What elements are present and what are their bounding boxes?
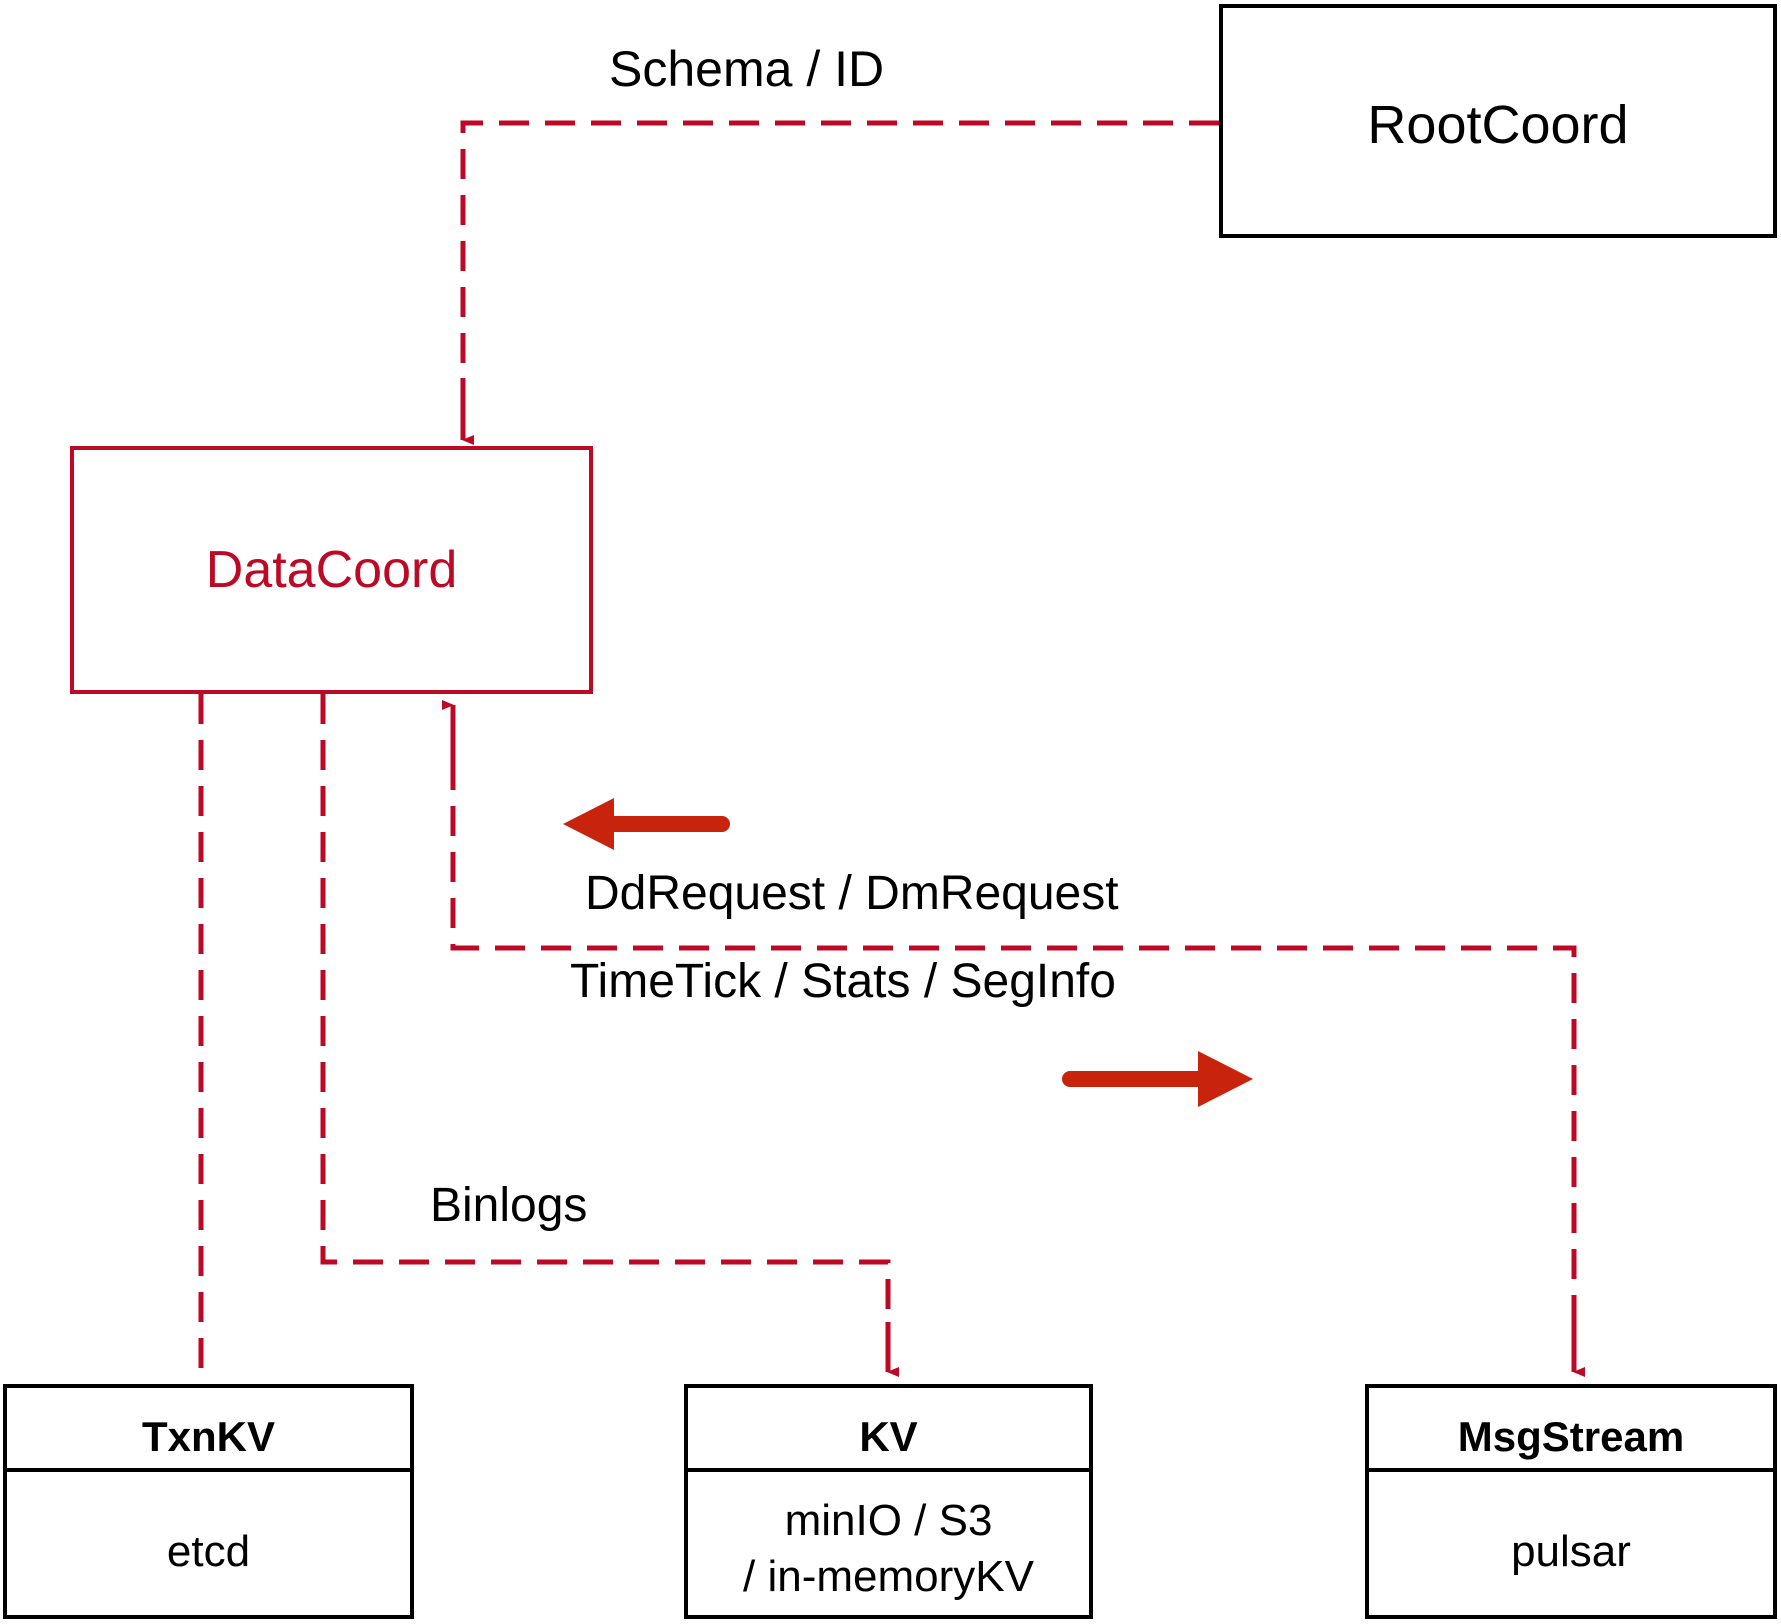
- edge-label-timetick-stats-seginfo: TimeTick / Stats / SegInfo: [570, 955, 1116, 1008]
- node-msgstream-title: MsgStream: [1457, 1413, 1685, 1460]
- edge-msgstream-datacoord: [442, 700, 1585, 1377]
- edge-label-binlogs: Binlogs: [430, 1179, 588, 1232]
- node-rootcoord[interactable]: RootCoord: [1219, 4, 1777, 238]
- edge-label-dd-dm-request: DdRequest / DmRequest: [585, 867, 1119, 920]
- node-txnkv[interactable]: TxnKV etcd: [3, 1384, 414, 1619]
- node-datacoord-label: DataCoord: [205, 541, 458, 599]
- node-kv-body-line-2: / in-memoryKV: [743, 1552, 1034, 1601]
- arrow-timetick-right: [1062, 1051, 1253, 1107]
- node-txnkv-divider: [7, 1468, 410, 1472]
- arrow-dd-dm-request-left: [563, 798, 730, 850]
- node-msgstream-divider: [1369, 1468, 1773, 1472]
- edge-label-schema-id: Schema / ID: [609, 41, 885, 97]
- node-msgstream-body: pulsar: [1511, 1527, 1631, 1576]
- node-txnkv-title: TxnKV: [141, 1413, 275, 1460]
- node-kv-title: KV: [859, 1413, 918, 1460]
- node-datacoord[interactable]: DataCoord: [70, 446, 593, 694]
- node-kv[interactable]: KV minIO / S3 / in-memoryKV: [684, 1384, 1093, 1619]
- node-msgstream[interactable]: MsgStream pulsar: [1365, 1384, 1777, 1619]
- node-rootcoord-label: RootCoord: [1367, 95, 1629, 155]
- edge-binlogs: [320, 694, 899, 1377]
- node-txnkv-body: etcd: [166, 1527, 251, 1576]
- node-kv-body-line-1: minIO / S3: [784, 1496, 993, 1545]
- node-kv-divider: [688, 1468, 1089, 1472]
- edge-schema-id: [460, 120, 1219, 445]
